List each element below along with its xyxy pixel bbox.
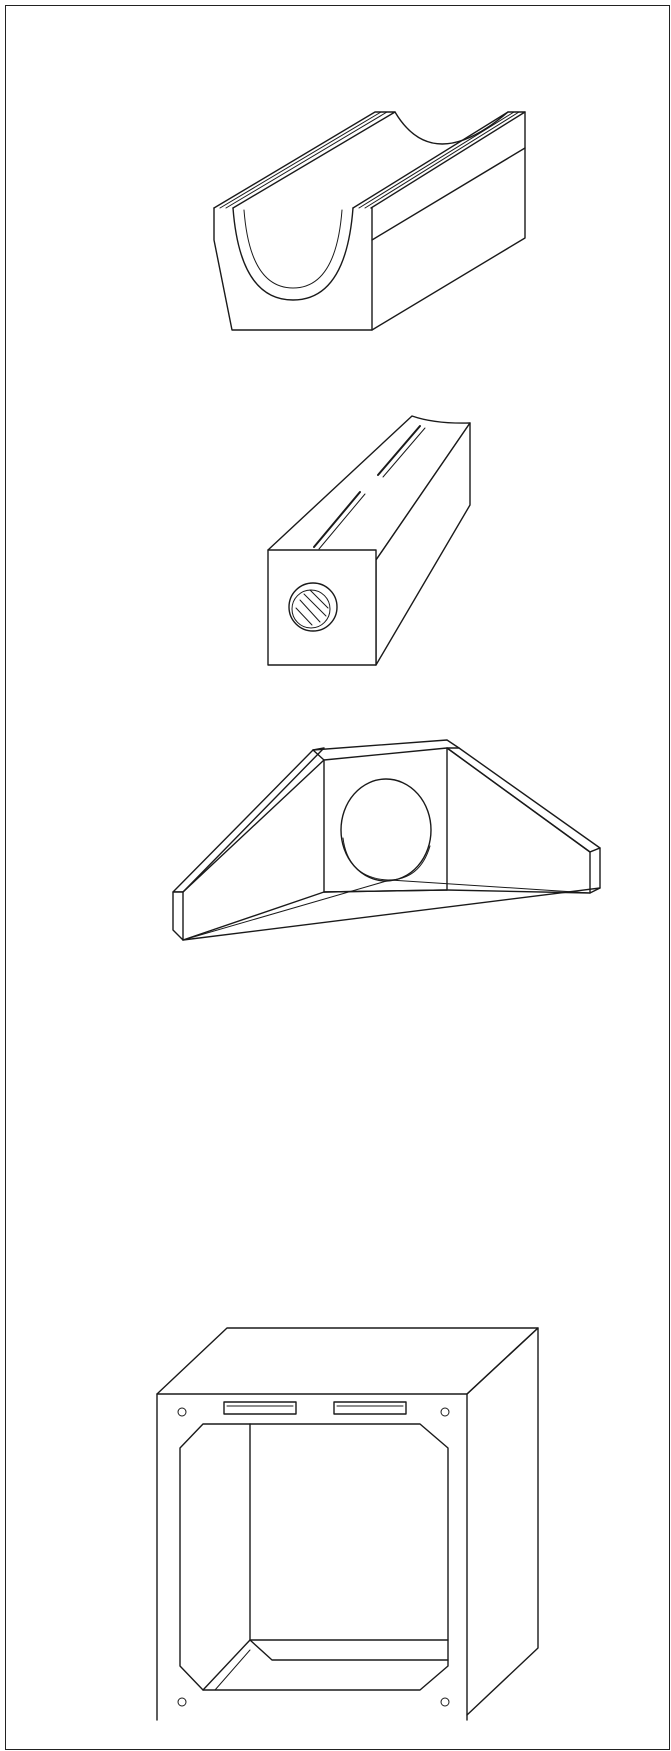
headwall-wing-icon: [172, 739, 601, 941]
u-channel-icon: [213, 111, 526, 331]
slotted-pipe-block-icon: [267, 415, 471, 666]
page-border: [5, 5, 670, 1750]
